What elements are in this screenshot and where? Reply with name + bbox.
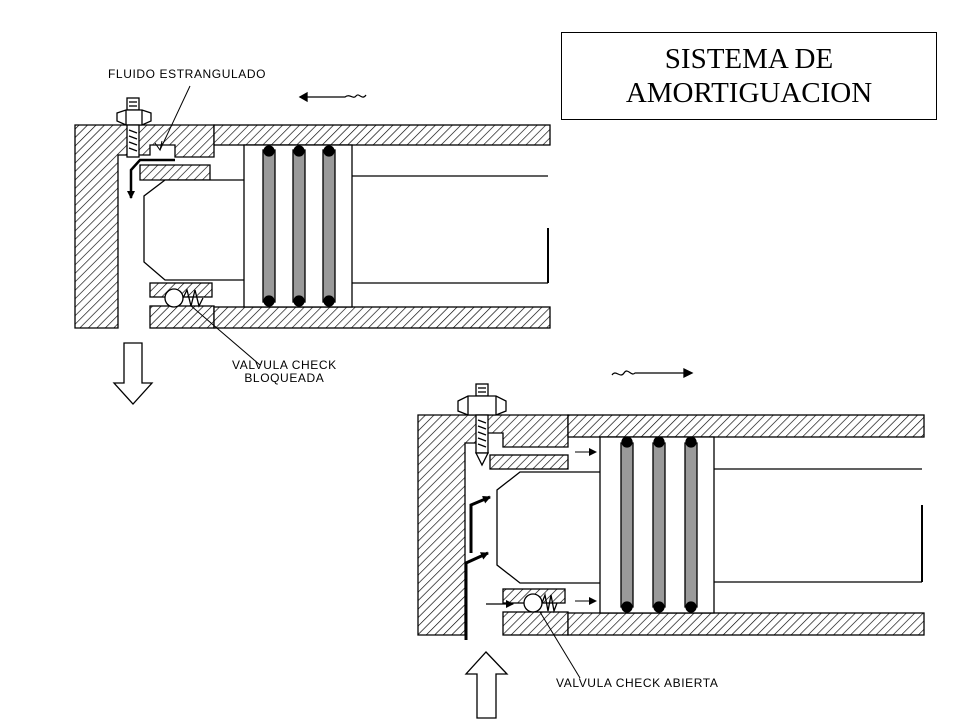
cushion-spear-top [143,179,244,281]
flow-arrow-upper [469,495,491,553]
check-valve-ball-top [164,288,184,308]
motion-arrow-right [611,367,694,379]
barrel-wall-top-upper [213,124,551,146]
diagram-title: SISTEMA DE AMORTIGUACION [599,42,899,110]
valvula-check-bloqueada-label: VALVULA CHECK BLOQUEADA [232,359,337,385]
title-box: SISTEMA DE AMORTIGUACION [561,32,937,120]
end-cap-top [74,124,215,329]
cylinder-bottom [417,367,925,719]
piston-rod-top [352,175,548,284]
check-valve-ball-bottom [523,593,543,613]
piston-seals-bottom [620,436,698,613]
throttled-flow-arrow [127,158,175,199]
end-cap-lower-lip-bottom [502,611,569,636]
cushion-collar-bottom [489,454,569,470]
title-line-2: AMORTIGUACION [625,77,873,109]
cylinder-top [74,85,551,405]
valvula-check-bloqueada-line1: VALVULA CHECK [232,358,337,372]
throttle-screw-bottom [457,383,507,467]
cushion-spear-bottom [496,471,600,584]
motion-arrow-left [298,91,367,103]
supply-arrow-up [464,651,509,719]
valvula-check-abierta-label: VALVULA CHECK ABIERTA [556,676,719,690]
check-valve-spring-bottom [541,592,558,614]
fluido-leader-line [159,85,191,151]
valvula-check-bloqueada-line2: BLOQUEADA [244,371,325,385]
barrel-wall-top-lower [213,306,551,329]
check-open-leader-line [539,611,581,679]
flow-arrow-lower [464,551,489,640]
throttle-screw-top [116,97,152,158]
exhaust-arrow-down [112,342,154,405]
barrel-wall-bottom-lower [567,612,925,636]
barrel-wall-bottom-upper [567,414,925,438]
title-line-1: SISTEMA DE [664,43,834,75]
check-valve-spring-top [182,288,204,308]
cushion-collar-top [139,164,211,181]
piston-rod-bottom [714,468,922,583]
piston-seals-top [262,145,336,307]
fluido-estrangulado-label: FLUIDO ESTRANGULADO [108,67,267,81]
check-blocked-leader-line [189,304,261,366]
